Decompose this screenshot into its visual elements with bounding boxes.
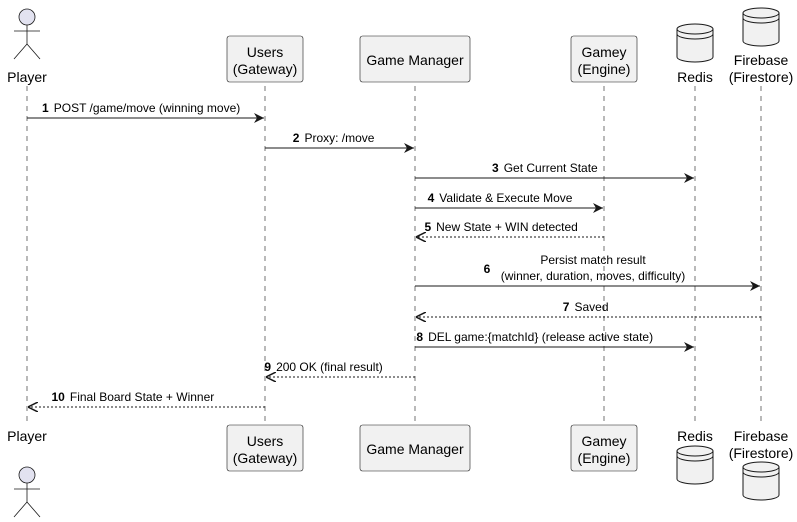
participant-box	[570, 35, 638, 83]
participant-box	[359, 424, 471, 472]
message-label: 7 Saved	[563, 300, 609, 314]
message-label: 4 Validate & Execute Move	[428, 191, 573, 205]
message-number: 10	[52, 390, 66, 404]
participant-label: (Gateway)	[233, 450, 298, 466]
message-number: 1	[42, 101, 49, 115]
participant-gamey-bottom: Gamey(Engine)	[570, 424, 638, 472]
participant-label: Redis	[677, 428, 713, 444]
participant-player-bottom: Player	[7, 428, 47, 518]
message-label: 9 200 OK (final result)	[264, 360, 382, 374]
actor-icon	[13, 466, 41, 518]
message-1: 1 POST /game/move (winning move)	[27, 101, 264, 123]
participant-label: Gamey	[581, 44, 626, 60]
message-number: 7	[563, 300, 570, 314]
participant-gm-bottom: Game Manager	[359, 424, 471, 472]
participant-label: (Engine)	[578, 450, 631, 466]
message-7: 7 Saved	[416, 300, 761, 317]
participant-label: Game Manager	[366, 441, 464, 457]
database-icon	[742, 7, 780, 47]
participant-redis-top: Redis	[676, 23, 714, 85]
message-text: DEL game:{matchId} (release active state…	[428, 330, 653, 344]
message-text: Persist match result	[540, 253, 646, 267]
database-icon	[676, 23, 714, 63]
message-5: 5 New State + WIN detected	[416, 220, 604, 237]
participant-label: Redis	[677, 69, 713, 85]
message-text: New State + WIN detected	[436, 220, 578, 234]
message-text: Validate & Execute Move	[439, 191, 573, 205]
message-label: 5 New State + WIN detected	[424, 220, 577, 234]
message-9: 9 200 OK (final result)	[264, 360, 415, 377]
message-text: Saved	[574, 300, 608, 314]
database-icon	[742, 461, 780, 501]
message-8: 8 DEL game:{matchId} (release active stat…	[415, 330, 694, 352]
message-text: Get Current State	[504, 161, 598, 175]
participant-player-top: Player	[7, 8, 47, 85]
message-3: 3 Get Current State	[415, 161, 694, 183]
message-text: Final Board State + Winner	[70, 390, 214, 404]
participant-label: Firebase	[734, 428, 789, 444]
participant-label: Users	[247, 44, 284, 60]
message-number: 6	[484, 262, 491, 276]
message-number: 9	[264, 360, 271, 374]
message-label: 2 Proxy: /move	[293, 131, 375, 145]
participant-label: (Firestore)	[729, 445, 794, 461]
message-label: 1 POST /game/move (winning move)	[42, 101, 240, 115]
participant-gamey-top: Gamey(Engine)	[570, 35, 638, 83]
participant-firebase-top: Firebase(Firestore)	[729, 7, 794, 85]
message-number: 5	[424, 220, 431, 234]
participant-box	[359, 35, 471, 83]
message-label: 3 Get Current State	[492, 161, 598, 175]
message-text: POST /game/move (winning move)	[54, 101, 241, 115]
participant-label: (Firestore)	[729, 69, 794, 85]
participant-gm-top: Game Manager	[359, 35, 471, 83]
message-4: 4 Validate & Execute Move	[415, 191, 603, 213]
message-label: 8 DEL game:{matchId} (release active stat…	[416, 330, 653, 344]
database-icon	[676, 445, 714, 485]
message-number: 2	[293, 131, 300, 145]
participant-box	[226, 424, 304, 472]
message-number: 3	[492, 161, 499, 175]
participant-users-bottom: Users(Gateway)	[226, 424, 304, 472]
message-number: 8	[416, 330, 423, 344]
message-6: Persist match result (winner, duration, m…	[415, 253, 760, 291]
participant-label: Player	[7, 428, 47, 444]
message-text: Proxy: /move	[304, 131, 374, 145]
message-10: 10 Final Board State + Winner	[28, 390, 265, 407]
message-2: 2 Proxy: /move	[265, 131, 414, 153]
participant-redis-bottom: Redis	[676, 428, 714, 485]
participant-label: (Gateway)	[233, 61, 298, 77]
participant-label: Player	[7, 69, 47, 85]
participant-label: Users	[247, 433, 284, 449]
participant-label: Firebase	[734, 52, 789, 68]
message-label: 10 Final Board State + Winner	[52, 390, 215, 404]
participant-users-top: Users(Gateway)	[226, 35, 304, 83]
message-number: 4	[428, 191, 435, 205]
participant-label: Game Manager	[366, 52, 464, 68]
participant-box	[570, 424, 638, 472]
actor-icon	[13, 8, 41, 60]
message-text: (winner, duration, moves, difficulty)	[501, 269, 686, 283]
message-text: 200 OK (final result)	[276, 360, 383, 374]
participant-label: (Engine)	[578, 61, 631, 77]
participant-firebase-bottom: Firebase(Firestore)	[729, 428, 794, 501]
participant-label: Gamey	[581, 433, 626, 449]
participant-box	[226, 35, 304, 83]
